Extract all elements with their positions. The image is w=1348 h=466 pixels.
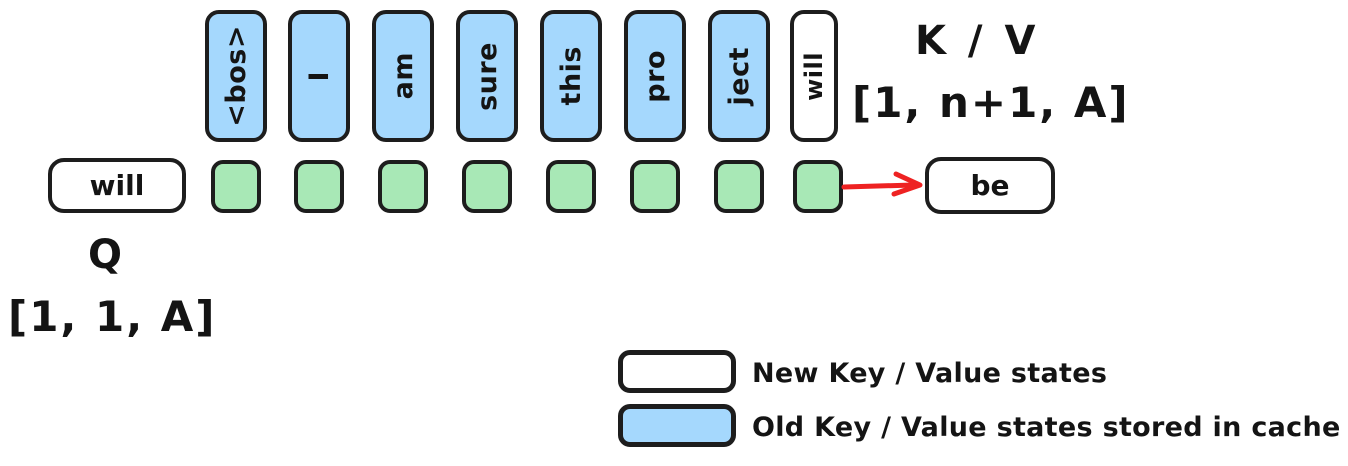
- legend-swatch-cached: [618, 404, 736, 447]
- kv-token-label: will: [800, 51, 828, 101]
- kv-token-label: pro: [639, 49, 671, 103]
- attention-cell-1: [294, 160, 344, 213]
- legend-swatch-new: [618, 350, 736, 393]
- attention-cell-4: [546, 160, 596, 213]
- kv-token-box-6: ject: [708, 10, 770, 142]
- kv-token-box-2: am: [372, 10, 434, 142]
- kv-token-box-1: I: [288, 10, 350, 142]
- kv-token-box-4: this: [540, 10, 602, 142]
- legend-label-new: New Key / Value states: [752, 358, 1108, 389]
- kv-token-box-5: pro: [624, 10, 686, 142]
- attention-cell-2: [378, 160, 428, 213]
- attention-cell-7: [793, 160, 843, 213]
- legend-label-cached: Old Key / Value states stored in cache: [752, 412, 1341, 443]
- kv-token-label: sure: [471, 41, 503, 111]
- kv-token-label: I: [303, 70, 335, 82]
- query-token-label: will: [89, 169, 145, 202]
- attention-cell-5: [630, 160, 680, 213]
- query-annotation-shape: [1, 1, A]: [8, 292, 217, 341]
- attention-cell-3: [462, 160, 512, 213]
- kv-token-box-7-new: will: [790, 10, 838, 142]
- output-arrow-icon: [841, 171, 923, 197]
- kv-token-box-3: sure: [456, 10, 518, 142]
- attention-cell-6: [714, 160, 764, 213]
- kv-annotation-title: K / V: [915, 18, 1040, 64]
- attention-cell-0: [211, 160, 261, 213]
- kv-token-label: am: [387, 52, 419, 100]
- output-token-label: be: [970, 169, 1010, 202]
- kv-token-label: this: [555, 46, 587, 106]
- kv-token-label: ject: [723, 46, 755, 106]
- query-annotation-title: Q: [88, 232, 125, 278]
- kv-annotation-shape: [1, n+1, A]: [852, 78, 1130, 127]
- output-token-box: be: [925, 157, 1055, 214]
- query-token-box: will: [48, 158, 186, 213]
- kv-token-label: <bos>: [220, 25, 252, 127]
- kv-token-box-0: <bos>: [205, 10, 267, 142]
